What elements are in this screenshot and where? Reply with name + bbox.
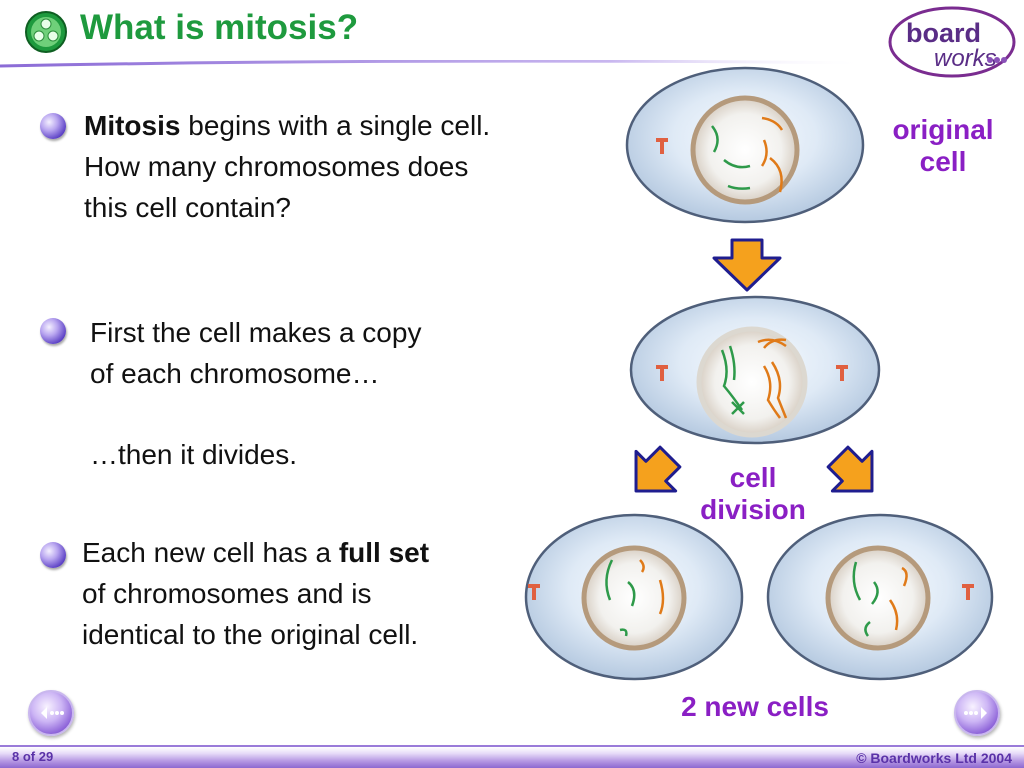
bullet-1-text: Mitosis begins with a single cell. How m…: [84, 105, 490, 228]
bullet-1-bold: Mitosis: [84, 110, 181, 141]
chevron-left-icon: [41, 707, 64, 719]
new-cell-left: [524, 513, 744, 681]
arrow-down-right-icon: [826, 445, 874, 493]
original-cell-label-line2: cell: [919, 146, 967, 177]
bullet-1-line3: this cell contain?: [84, 192, 292, 223]
title-underline: [0, 60, 871, 68]
cell-division-label-line1: cell: [729, 462, 777, 493]
bullet-1-line1: begins with a single cell.: [180, 110, 491, 141]
bullet-3-line2: of chromosomes and is: [82, 578, 372, 609]
new-cell-right: [766, 513, 994, 681]
page-title: What is mitosis?: [80, 8, 359, 47]
bullet-1-line2: How many chromosomes does: [84, 151, 469, 182]
page-counter: 8 of 29: [12, 749, 54, 764]
original-cell: [625, 66, 865, 224]
bullet-3-line3: identical to the original cell.: [82, 619, 419, 650]
new-cells-label: 2 new cells: [681, 691, 829, 722]
footer-divider: [0, 745, 1024, 748]
previous-slide-button[interactable]: [28, 690, 74, 736]
chevron-right-icon: [964, 707, 987, 719]
dividing-cell: [629, 295, 881, 445]
bullet-3-line1: Each new cell has a: [82, 537, 339, 568]
copyright-text: © Boardworks Ltd 2004: [856, 750, 1012, 766]
logo-works-text: works: [934, 45, 997, 72]
footer-bar: [0, 747, 1024, 768]
bullet-2-line2: of each chromosome…: [90, 358, 380, 389]
logo-board-text: board: [906, 18, 981, 48]
cell-division-label-line2: division: [700, 494, 806, 525]
bullet-3-bold: full set: [338, 537, 430, 568]
next-slide-button[interactable]: [954, 690, 1000, 736]
bullet-icon: [40, 318, 66, 344]
bullet-2-line1: First the cell makes a copy: [90, 317, 422, 348]
bullet-2-text: First the cell makes a copy of each chro…: [90, 312, 421, 394]
bullet-icon: [40, 542, 66, 568]
original-cell-label: original cell: [876, 114, 1010, 178]
bullet-3-text: Each new cell has a full set of chromoso…: [82, 532, 429, 655]
arrow-down-left-icon: [634, 445, 682, 493]
original-cell-label-line1: original: [892, 114, 994, 145]
boardworks-logo: board works: [886, 2, 1020, 80]
bullet-icon: [40, 113, 66, 139]
title-icon: [24, 10, 68, 54]
arrow-down-icon: [712, 238, 782, 292]
bullet-2-line3: …then it divides.: [90, 439, 297, 470]
cell-division-label: cell division: [680, 462, 826, 526]
